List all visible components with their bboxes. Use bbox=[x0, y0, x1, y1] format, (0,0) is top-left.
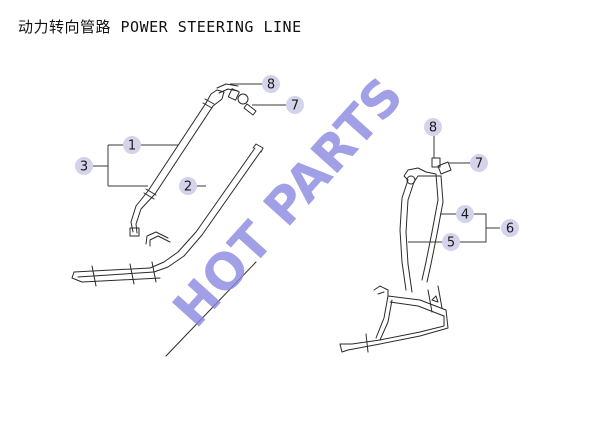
right-frame-lower bbox=[347, 309, 449, 351]
svg-text:5: 5 bbox=[447, 236, 455, 251]
fitting-nut-right bbox=[406, 175, 416, 185]
left-bracket-clamp bbox=[91, 261, 157, 287]
leader-lines bbox=[92, 83, 500, 243]
svg-text:2: 2 bbox=[184, 180, 192, 195]
right-frame-upper bbox=[387, 295, 447, 317]
leader-6-bracket bbox=[460, 213, 500, 243]
hose-2-lower-tube bbox=[149, 231, 203, 273]
hose-top-loop-right bbox=[425, 171, 442, 177]
hose-1 bbox=[147, 102, 214, 195]
left-hose-assembly bbox=[71, 83, 264, 357]
hose-1-band-top bbox=[202, 98, 215, 109]
hose-1-lower-fitting bbox=[129, 227, 140, 237]
callout-7-right: 7 bbox=[470, 154, 488, 172]
callout-6: 6 bbox=[501, 219, 519, 237]
right-frame-bottom-tab bbox=[431, 295, 439, 303]
hose-top-loop-left bbox=[403, 167, 429, 183]
fitting-8-left bbox=[227, 88, 240, 101]
hose-1-top-tube bbox=[216, 83, 239, 94]
hose-4 bbox=[421, 173, 444, 283]
hose-1-band-bottom bbox=[143, 188, 157, 200]
svg-text:4: 4 bbox=[461, 208, 469, 223]
fitting-8-right bbox=[431, 157, 441, 168]
leader-3-bracket bbox=[92, 144, 148, 187]
fitting-nut-left bbox=[237, 93, 249, 105]
right-hose-assembly bbox=[339, 157, 452, 353]
svg-text:6: 6 bbox=[506, 222, 514, 237]
page-title: 动力转向管路 POWER STEERING LINE bbox=[18, 18, 302, 36]
fitting-7-right bbox=[437, 161, 452, 175]
right-frame-hook bbox=[373, 285, 389, 297]
svg-text:7: 7 bbox=[475, 157, 483, 172]
svg-text:7: 7 bbox=[291, 99, 299, 114]
hose-2-hook bbox=[145, 231, 171, 247]
callout-1: 1 bbox=[123, 136, 141, 154]
hose-2-top-end bbox=[252, 143, 264, 153]
right-frame-end bbox=[339, 343, 353, 353]
callouts: 1 2 3 4 5 6 7 7 bbox=[75, 75, 519, 251]
right-frame-clamp bbox=[365, 285, 443, 353]
callout-8-left: 8 bbox=[262, 75, 280, 93]
callout-3: 3 bbox=[75, 157, 93, 175]
svg-text:8: 8 bbox=[429, 121, 437, 136]
left-bracket-end bbox=[71, 271, 83, 283]
right-frame-left-leg bbox=[375, 295, 393, 341]
left-reference-line bbox=[165, 261, 257, 357]
callout-8-right: 8 bbox=[424, 118, 442, 136]
callout-2: 2 bbox=[179, 177, 197, 195]
fitting-7-left bbox=[243, 103, 257, 116]
callout-4: 4 bbox=[456, 205, 474, 223]
svg-text:1: 1 bbox=[128, 139, 136, 154]
callout-7-left: 7 bbox=[286, 96, 304, 114]
hose-5 bbox=[399, 179, 415, 293]
hose-1-upper-fitting bbox=[205, 89, 225, 107]
svg-text:3: 3 bbox=[80, 160, 88, 175]
left-bracket-rail bbox=[73, 267, 161, 283]
callout-5: 5 bbox=[442, 233, 460, 251]
svg-text:8: 8 bbox=[267, 78, 275, 93]
hose-2 bbox=[195, 147, 262, 236]
